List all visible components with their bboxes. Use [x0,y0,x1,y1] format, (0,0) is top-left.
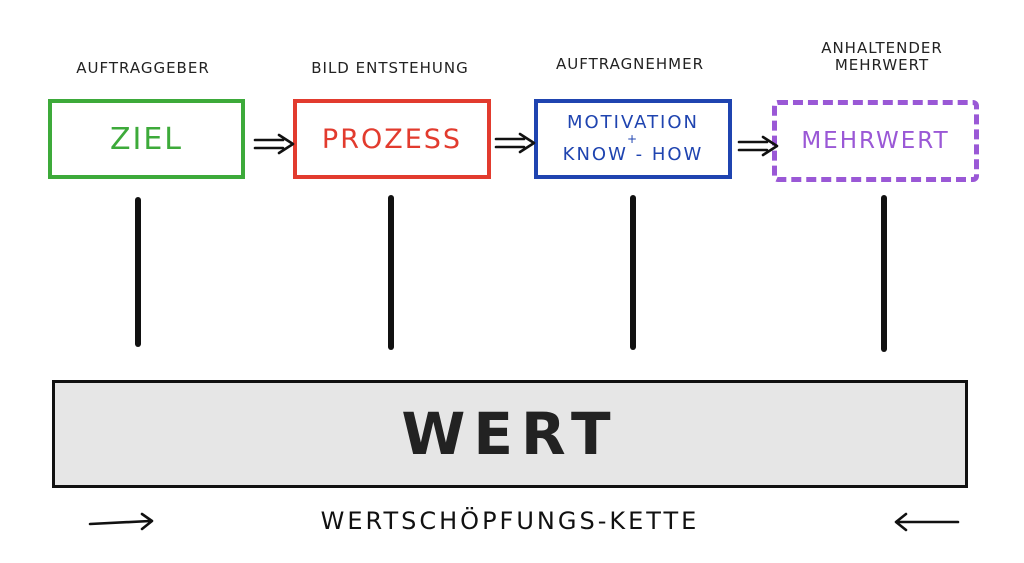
goal-label: ZIEL [109,121,184,157]
arrow-right-icon [88,512,154,531]
process-box: PROZESS [293,99,491,179]
added-value-box: MEHRWERT [772,100,979,182]
role-client: AUFTRAGGEBER [76,59,210,77]
role-lasting-value-line1: ANHALTENDER [821,39,943,57]
value-bar: WERT [52,380,968,488]
arrow-left-icon [894,512,960,532]
connector-line-goal [135,197,141,347]
value-chain-label: WERTSCHÖPFUNGS-KETTE [320,507,700,535]
motivation-box: MOTIVATION + KNOW - HOW [534,99,732,179]
double-arrow-right-icon [494,132,536,154]
added-value-label: MEHRWERT [801,128,950,154]
connector-line-process [388,195,394,350]
role-image-creation: BILD ENTSTEHUNG [311,59,469,77]
role-contractor: AUFTRAGNEHMER [555,55,705,73]
double-arrow-right-icon [737,135,779,157]
process-label: PROZESS [321,123,463,155]
value-label: WERT [401,400,619,468]
know-how-label: KNOW - HOW [562,144,704,165]
role-lasting-value-line2: MEHRWERT [834,56,930,75]
connector-line-added-value [881,195,887,352]
motivation-plus: + [626,132,640,146]
motivation-label: MOTIVATION [566,112,700,134]
goal-box: ZIEL [48,99,245,179]
connector-line-motivation [630,195,636,350]
role-lasting-value: ANHALTENDER MEHRWERT [782,39,982,75]
double-arrow-right-icon [253,133,295,155]
